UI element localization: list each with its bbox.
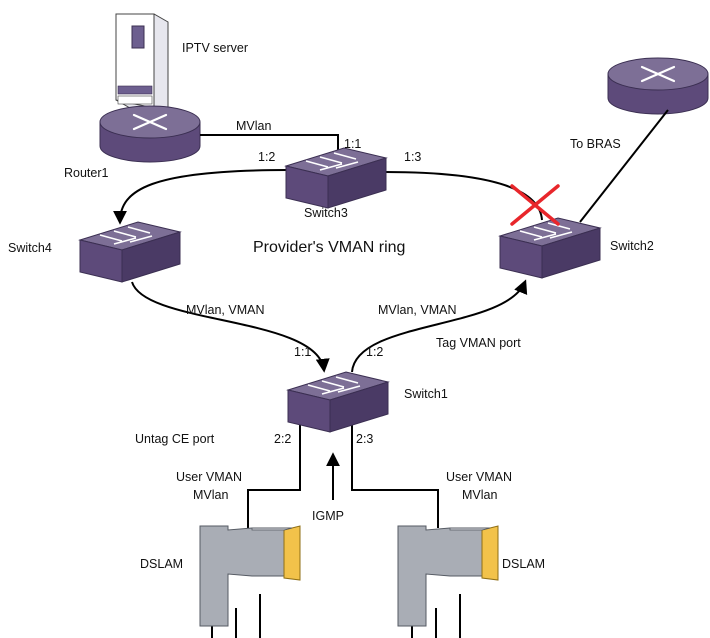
igmp-label: IGMP <box>312 509 344 523</box>
switch2-icon <box>499 217 601 279</box>
port-label-s1-1-2: 1:2 <box>366 345 383 359</box>
port-label-s1-2-3: 2:3 <box>356 432 373 446</box>
link-label-right-mvlan: MVlan <box>462 488 497 502</box>
link-label-right-user-vman: User VMAN <box>446 470 512 484</box>
port-label-s3-1-3: 1:3 <box>404 150 421 164</box>
router-switch3-link <box>200 134 339 152</box>
iptv-server-icon <box>115 13 169 109</box>
switch3-switch4-link <box>113 169 289 225</box>
link-label-left-mvlan: MVlan <box>193 488 228 502</box>
bras-router-icon <box>606 56 710 116</box>
switch1-dslam-left-link <box>247 420 301 528</box>
dslam-left-label: DSLAM <box>140 557 183 571</box>
tag-vman-port-label: Tag VMAN port <box>436 336 521 350</box>
router1-label: Router1 <box>64 166 109 180</box>
switch2-bras-link <box>579 109 669 223</box>
link-label-mvlan-router: MVlan <box>236 119 271 133</box>
link-label-switch4-switch1: MVlan, VMAN <box>186 303 265 317</box>
switch2-label: Switch2 <box>610 239 654 253</box>
ring-title: Provider's VMAN ring <box>253 239 405 256</box>
switch3-icon <box>285 147 387 209</box>
port-label-s1-1-1: 1:1 <box>294 345 311 359</box>
switch1-dslam-right-link <box>351 424 439 528</box>
bras-label: To BRAS <box>570 137 621 151</box>
port-label-s3-1-1: 1:1 <box>344 137 361 151</box>
blocked-link-x-icon <box>510 184 560 226</box>
switch1-icon <box>287 371 389 433</box>
untag-ce-port-label: Untag CE port <box>135 432 215 446</box>
iptv-server-label: IPTV server <box>182 41 248 55</box>
switch1-label: Switch1 <box>404 387 448 401</box>
switch4-icon <box>79 221 181 283</box>
switch1-switch2-link <box>351 279 528 373</box>
switch3-label: Switch3 <box>304 206 348 220</box>
link-label-left-user-vman: User VMAN <box>176 470 242 484</box>
port-label-s1-2-2: 2:2 <box>274 432 291 446</box>
switch4-label: Switch4 <box>8 241 52 255</box>
link-label-switch1-switch2: MVlan, VMAN <box>378 303 457 317</box>
switch3-switch2-link <box>384 171 543 221</box>
router1-icon <box>98 104 202 164</box>
port-label-s3-1-2: 1:2 <box>258 150 275 164</box>
dslam-left-icon <box>199 525 301 627</box>
dslam-right-label: DSLAM <box>502 557 545 571</box>
dslam-right-icon <box>397 525 499 627</box>
switch4-switch1-link <box>131 281 330 373</box>
